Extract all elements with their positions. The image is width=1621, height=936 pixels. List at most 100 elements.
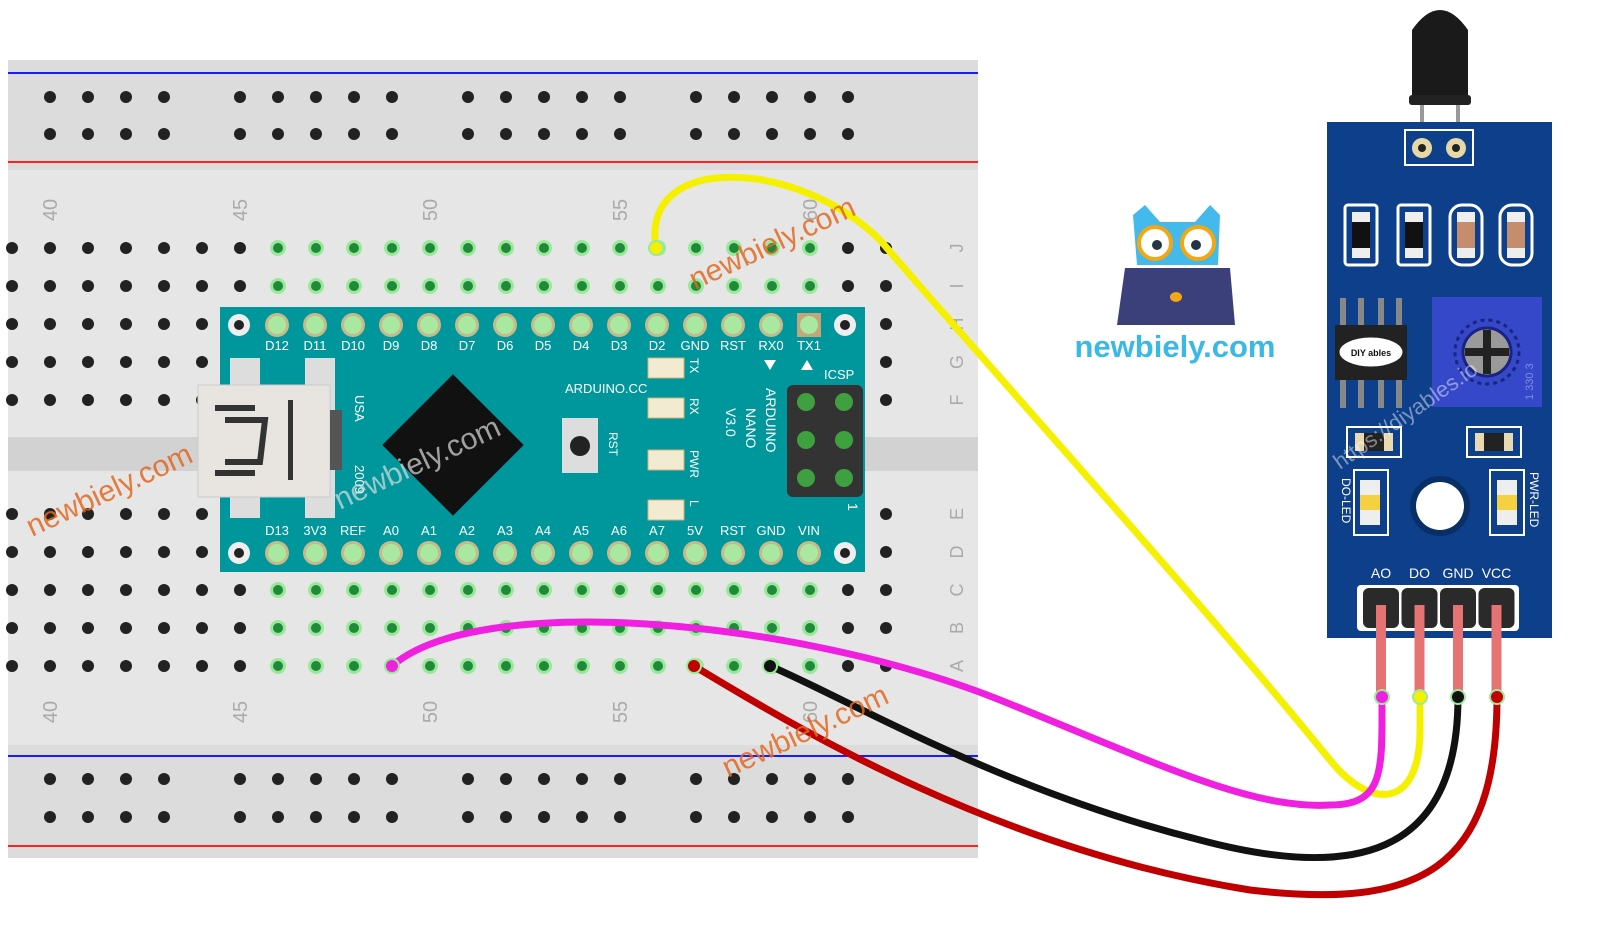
breadboard-hole[interactable]: [463, 281, 473, 291]
breadboard-hole[interactable]: [44, 660, 56, 672]
rail-hole[interactable]: [804, 811, 816, 823]
rail-hole[interactable]: [348, 773, 360, 785]
rail-hole[interactable]: [728, 773, 740, 785]
arduino-pin-a6[interactable]: [610, 544, 628, 562]
breadboard-hole[interactable]: [880, 508, 892, 520]
wire-end[interactable]: [762, 658, 778, 674]
rail-hole[interactable]: [842, 91, 854, 103]
breadboard-hole[interactable]: [311, 243, 321, 253]
breadboard-hole[interactable]: [196, 356, 208, 368]
breadboard-hole[interactable]: [615, 281, 625, 291]
breadboard-hole[interactable]: [44, 242, 56, 254]
breadboard-hole[interactable]: [463, 585, 473, 595]
breadboard-hole[interactable]: [6, 508, 18, 520]
icsp-pin[interactable]: [835, 469, 853, 487]
breadboard-hole[interactable]: [729, 661, 739, 671]
breadboard-hole[interactable]: [311, 281, 321, 291]
breadboard-hole[interactable]: [82, 318, 94, 330]
rail-hole[interactable]: [234, 128, 246, 140]
breadboard-hole[interactable]: [501, 243, 511, 253]
breadboard-hole[interactable]: [577, 661, 587, 671]
breadboard-hole[interactable]: [387, 281, 397, 291]
rail-hole[interactable]: [538, 811, 550, 823]
breadboard-hole[interactable]: [158, 508, 170, 520]
breadboard-hole[interactable]: [653, 661, 663, 671]
rail-hole[interactable]: [44, 128, 56, 140]
breadboard-hole[interactable]: [501, 661, 511, 671]
breadboard-hole[interactable]: [6, 394, 18, 406]
rail-hole[interactable]: [614, 811, 626, 823]
breadboard-hole[interactable]: [44, 584, 56, 596]
rail-hole[interactable]: [576, 811, 588, 823]
breadboard-hole[interactable]: [425, 585, 435, 595]
arduino-pin-d3[interactable]: [610, 316, 628, 334]
breadboard-hole[interactable]: [6, 660, 18, 672]
sensor-pin-do[interactable]: [1414, 605, 1425, 693]
breadboard-hole[interactable]: [805, 281, 815, 291]
icsp-pin[interactable]: [797, 431, 815, 449]
breadboard-hole[interactable]: [234, 622, 246, 634]
breadboard-hole[interactable]: [120, 508, 132, 520]
breadboard-hole[interactable]: [425, 623, 435, 633]
breadboard-hole[interactable]: [349, 281, 359, 291]
rail-hole[interactable]: [272, 91, 284, 103]
rail-hole[interactable]: [538, 773, 550, 785]
breadboard-hole[interactable]: [44, 318, 56, 330]
breadboard-hole[interactable]: [842, 584, 854, 596]
rail-hole[interactable]: [690, 811, 702, 823]
breadboard-hole[interactable]: [539, 585, 549, 595]
wire-5v-to-vcc[interactable]: [690, 662, 1501, 899]
breadboard-hole[interactable]: [577, 585, 587, 595]
breadboard-hole[interactable]: [842, 242, 854, 254]
breadboard-hole[interactable]: [82, 584, 94, 596]
rail-hole[interactable]: [804, 128, 816, 140]
rail-hole[interactable]: [158, 773, 170, 785]
breadboard-hole[interactable]: [82, 546, 94, 558]
rail-hole[interactable]: [500, 773, 512, 785]
breadboard-hole[interactable]: [691, 281, 701, 291]
rail-hole[interactable]: [766, 773, 778, 785]
rail-hole[interactable]: [234, 91, 246, 103]
breadboard-hole[interactable]: [842, 622, 854, 634]
rail-hole[interactable]: [842, 773, 854, 785]
breadboard-hole[interactable]: [6, 242, 18, 254]
breadboard-hole[interactable]: [120, 318, 132, 330]
breadboard-hole[interactable]: [880, 622, 892, 634]
rail-hole[interactable]: [310, 128, 322, 140]
sensor-pin-gnd[interactable]: [1453, 605, 1463, 693]
arduino-pin-gnd[interactable]: [686, 316, 704, 334]
breadboard-hole[interactable]: [196, 584, 208, 596]
breadboard-hole[interactable]: [6, 356, 18, 368]
icsp-pin[interactable]: [835, 431, 853, 449]
breadboard-hole[interactable]: [82, 394, 94, 406]
breadboard-hole[interactable]: [44, 546, 56, 558]
arduino-pin-tx1[interactable]: [800, 316, 818, 334]
breadboard-hole[interactable]: [82, 622, 94, 634]
breadboard-hole[interactable]: [577, 281, 587, 291]
rail-hole[interactable]: [614, 91, 626, 103]
arduino-pin-a1[interactable]: [420, 544, 438, 562]
breadboard-hole[interactable]: [196, 242, 208, 254]
arduino-pin-d6[interactable]: [496, 316, 514, 334]
rail-hole[interactable]: [82, 811, 94, 823]
breadboard-hole[interactable]: [425, 243, 435, 253]
breadboard-hole[interactable]: [842, 660, 854, 672]
rail-hole[interactable]: [462, 811, 474, 823]
arduino-pin-a5[interactable]: [572, 544, 590, 562]
rail-hole[interactable]: [310, 773, 322, 785]
rail-hole[interactable]: [462, 773, 474, 785]
breadboard-hole[interactable]: [880, 584, 892, 596]
breadboard-hole[interactable]: [273, 585, 283, 595]
rail-hole[interactable]: [538, 91, 550, 103]
wire-end[interactable]: [686, 658, 702, 674]
rail-hole[interactable]: [728, 128, 740, 140]
breadboard-hole[interactable]: [120, 280, 132, 292]
breadboard-hole[interactable]: [120, 584, 132, 596]
breadboard-hole[interactable]: [880, 280, 892, 292]
breadboard-hole[interactable]: [653, 281, 663, 291]
rail-hole[interactable]: [804, 91, 816, 103]
arduino-pin-d10[interactable]: [344, 316, 362, 334]
breadboard-hole[interactable]: [196, 508, 208, 520]
breadboard-hole[interactable]: [158, 584, 170, 596]
breadboard-hole[interactable]: [82, 356, 94, 368]
